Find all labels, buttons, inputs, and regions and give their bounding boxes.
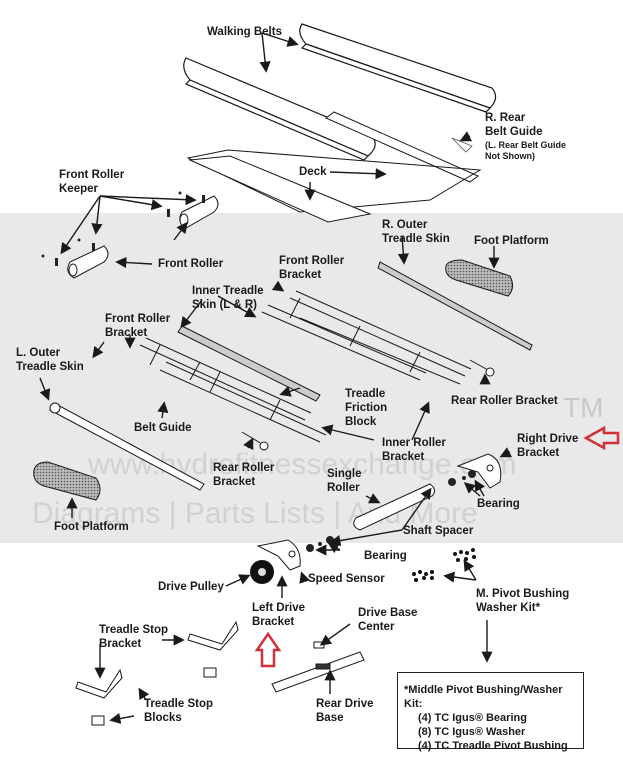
bearings-right [448,470,476,486]
single-roller [353,483,436,531]
label-front-roller: Front Roller [158,258,224,270]
l-outer-treadle-skin [49,402,205,491]
label-deck: Deck [299,166,327,178]
label-front-roller-bracket-left: Front Roller Bracket [105,313,171,339]
kit-title: *Middle Pivot Bushing/Washer Kit: [404,684,563,710]
foot-platform-left [33,461,101,501]
label-inner-treadle-skin: Inner Treadle Skin (L & R) [192,285,264,311]
right-drive-bracket [456,453,502,489]
left-frame [139,337,327,443]
front-roller-right [179,195,219,229]
walking-belt-right [299,23,497,113]
front-roller-keepers [41,191,205,266]
label-l-rear-belt-guide-note: (L. Rear Belt Guide Not Shown) [485,140,567,161]
drive-pulley [250,560,274,584]
label-rear-drive-base: Rear Drive Base [316,698,374,724]
deck [186,149,482,223]
label-belt-guide: Belt Guide [134,422,192,434]
label-l-outer-treadle-skin: L. Outer Treadle Skin [16,347,84,373]
label-shaft-spacer: Shaft Spacer [403,525,474,537]
r-outer-treadle-skin [377,261,533,351]
treadle-stop-brackets [75,620,239,699]
pivot-kit-contents-box: *Middle Pivot Bushing/Washer Kit: (4) TC… [397,672,584,752]
left-drive-bracket [256,539,301,571]
label-foot-platform-left: Foot Platform [54,521,129,533]
label-drive-base-center: Drive Base Center [358,607,418,633]
highlight-arrow-left-drive-bracket [254,631,282,668]
label-m-pivot-bushing-washer-kit: M. Pivot Bushing Washer Kit* [476,588,570,614]
rear-drive-base [271,651,365,693]
label-rear-roller-bracket-right: Rear Roller Bracket [451,395,558,407]
label-r-outer-treadle-skin: R. Outer Treadle Skin [382,219,450,245]
label-treadle-stop-bracket: Treadle Stop Bracket [99,624,169,650]
kit-item: (4) TC Igus® Bearing [418,712,527,724]
pivot-bushing-washers [412,548,476,582]
label-front-roller-bracket-right: Front Roller Bracket [279,255,345,281]
right-frame [261,290,472,385]
foot-platform-right [445,259,514,297]
watermark-trademark: TM [563,392,604,423]
label-bearing-left: Bearing [364,550,407,562]
kit-item: (4) TC Treadle Pivot Bushing [418,740,568,752]
highlight-arrow-right-drive-bracket [583,425,620,451]
deck-upper [325,111,479,183]
label-walking-belts: Walking Belts [207,26,282,38]
label-right-drive-bracket: Right Drive Bracket [517,433,579,459]
label-drive-pulley: Drive Pulley [158,581,224,593]
leader-arrows [39,32,513,725]
treadle-stop-blocks [91,667,217,726]
front-roller-left [67,245,109,279]
label-speed-sensor: Speed Sensor [308,573,385,585]
label-treadle-stop-blocks: Treadle Stop Blocks [144,698,214,724]
watermark-band [0,213,623,543]
label-bearing-right: Bearing [477,498,520,510]
r-rear-belt-guide [451,137,473,153]
label-foot-platform-right: Foot Platform [474,235,549,247]
label-rear-roller-bracket-left: Rear Roller Bracket [213,462,275,488]
label-front-roller-keeper: Front Roller Keeper [59,169,125,195]
label-r-rear-belt-guide: R. Rear Belt Guide [485,112,543,138]
label-single-roller: Single Roller [327,468,362,494]
label-treadle-friction-block: Treadle Friction Block [345,388,388,428]
kit-item: (8) TC Igus® Washer [418,726,526,738]
label-inner-roller-bracket: Inner Roller Bracket [382,437,446,463]
walking-belt-left [183,57,376,161]
label-left-drive-bracket: Left Drive Bracket [252,602,306,628]
inner-treadle-skin-left [177,325,321,402]
